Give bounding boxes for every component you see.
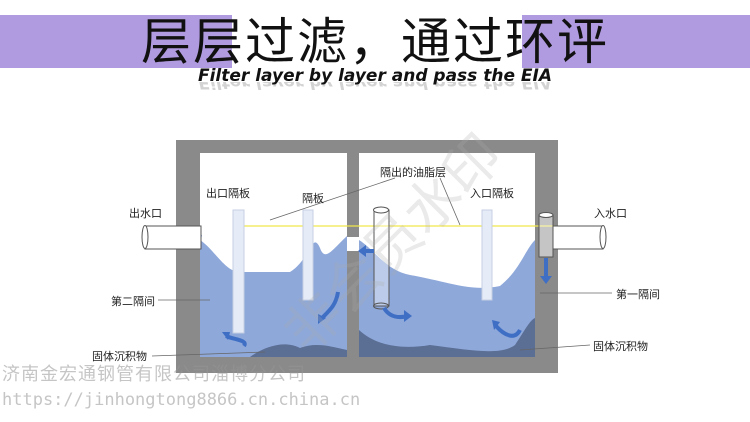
- sediment-left: [250, 344, 347, 357]
- arrow-heads: [222, 245, 552, 340]
- label-grease-layer: 隔出的油脂层: [380, 166, 446, 179]
- inlet-pipe: [552, 225, 604, 250]
- label-baffle: 隔板: [302, 192, 324, 205]
- watermark-url: https://jinhongtong8866.cn.china.cn: [2, 390, 361, 410]
- sediment-right: [359, 318, 535, 357]
- label-sediment-left: 固体沉积物: [92, 350, 147, 363]
- label-second-chamber: 第二隔间: [111, 295, 155, 308]
- label-outlet: 出水口: [129, 207, 162, 220]
- label-inlet-baffle: 入口隔板: [470, 187, 514, 200]
- inlet-tee: [538, 214, 554, 258]
- title-band-right: [522, 15, 750, 68]
- label-outlet-baffle: 出口隔板: [206, 187, 250, 200]
- label-first-chamber: 第一隔间: [616, 288, 660, 301]
- inlet-baffle: [481, 209, 493, 301]
- water-first: [359, 240, 535, 357]
- outlet-baffle: [232, 209, 245, 334]
- subtitle: Filter layer by layer and pass the EIA: [197, 66, 552, 86]
- pointer-lines: [151, 177, 612, 357]
- title-band-left: [0, 15, 232, 68]
- watermark-company: 济南金宏通钢管有限公司淄博分公司: [2, 364, 306, 385]
- label-sediment-right: 固体沉积物: [593, 340, 648, 353]
- label-inlet: 入水口: [594, 207, 627, 220]
- divider-opening: [347, 237, 359, 251]
- outlet-pipe: [144, 225, 202, 250]
- middle-baffle: [302, 209, 314, 301]
- page-title: 层层过滤，通过环评: [141, 13, 609, 71]
